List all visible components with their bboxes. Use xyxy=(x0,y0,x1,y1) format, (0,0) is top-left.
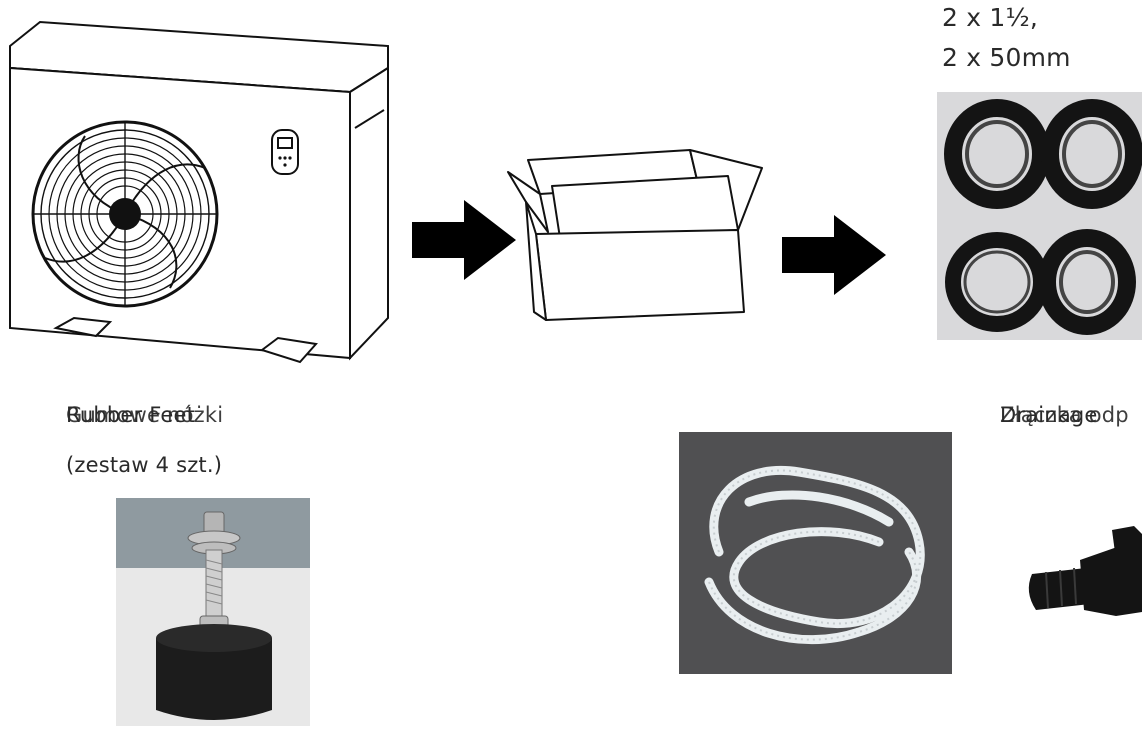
pipe-connectors-photo xyxy=(937,92,1142,340)
connectors-spec-line-1: 2 x 1½, xyxy=(942,3,1039,32)
heat-pump-unit-drawing xyxy=(9,20,389,364)
right-arrow-icon xyxy=(412,200,516,280)
right-arrow-icon xyxy=(782,215,886,295)
drain-hose-photo xyxy=(679,432,952,674)
open-box-drawing xyxy=(507,149,763,321)
drainage-label: Drainage xyxy=(1000,403,1098,427)
rubber-feet-quantity: (zestaw 4 szt.) xyxy=(66,453,223,477)
rubber-feet-label: Rubber Feet xyxy=(66,403,196,427)
drain-connector-photo xyxy=(1016,520,1142,640)
drainage-label-overlay: Złączka odp xyxy=(1000,403,1129,427)
rubber-feet-label-overlay: Gumowe nóżki xyxy=(66,403,224,427)
rubber-foot-photo xyxy=(116,498,310,726)
connectors-spec-line-2: 2 x 50mm xyxy=(942,43,1071,72)
